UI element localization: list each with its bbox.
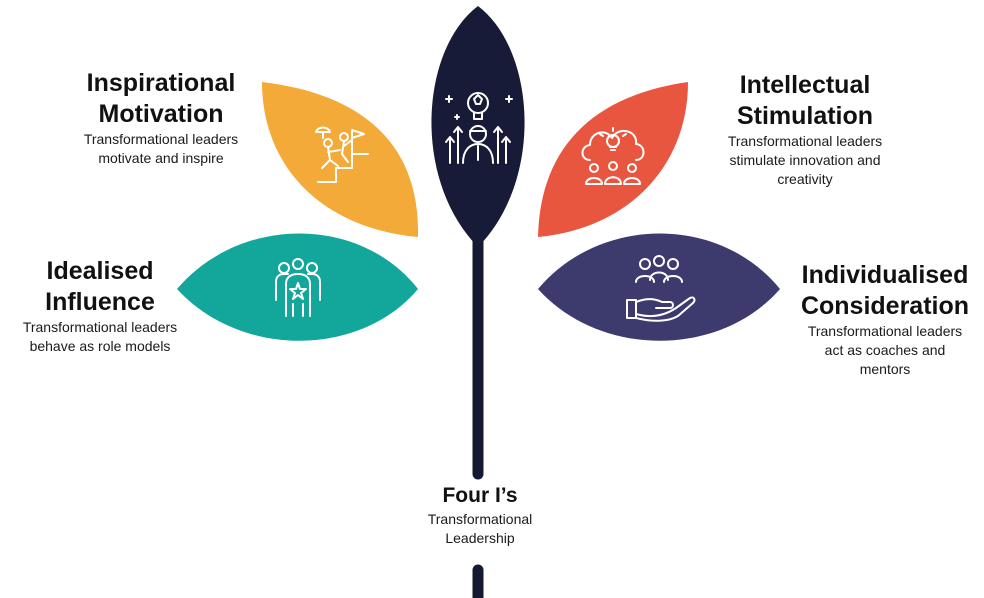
desc-line: behave as role models bbox=[29, 338, 171, 354]
intellectual-stimulation-title: Intellectual Stimulation bbox=[700, 70, 910, 132]
subtitle-line: Transformational bbox=[427, 511, 533, 527]
desc-line: act as coaches and bbox=[824, 342, 946, 358]
desc-line: Transformational leaders bbox=[22, 319, 178, 335]
title-line: Intellectual bbox=[739, 71, 871, 99]
desc-line: Transformational leaders bbox=[807, 323, 963, 339]
idealised-influence-title: Idealised Influence bbox=[0, 256, 200, 318]
hand-holding-people-icon bbox=[626, 255, 696, 322]
leader-idea-icon bbox=[445, 92, 513, 164]
title-line: Consideration bbox=[800, 292, 970, 320]
individualised-consideration-description: Transformational leaders act as coaches … bbox=[786, 322, 984, 379]
petal-intellectual-stimulation bbox=[538, 82, 688, 237]
desc-line: motivate and inspire bbox=[98, 150, 224, 166]
petal-inspirational-motivation bbox=[262, 82, 419, 237]
climbing-to-flag-icon bbox=[315, 126, 369, 183]
idealised-influence-label: Idealised Influence Transformational lea… bbox=[0, 256, 200, 356]
center-subtitle: Transformational Leadership bbox=[390, 510, 570, 548]
inspirational-motivation-label: Inspirational Motivation Transformationa… bbox=[36, 68, 286, 168]
desc-line: creativity bbox=[777, 171, 833, 187]
inspirational-motivation-description: Transformational leaders motivate and in… bbox=[36, 130, 286, 168]
team-star-leader-icon bbox=[275, 258, 321, 317]
desc-line: Transformational leaders bbox=[727, 133, 883, 149]
desc-line: Transformational leaders bbox=[83, 131, 239, 147]
center-title: Four I’s bbox=[442, 484, 518, 507]
title-line: Stimulation bbox=[736, 102, 874, 130]
petal-individualised-consideration bbox=[538, 233, 780, 341]
title-line: Idealised bbox=[46, 257, 154, 285]
title-line: Influence bbox=[45, 288, 155, 316]
individualised-consideration-label: Individualised Consideration Transformat… bbox=[786, 260, 984, 379]
idea-cloud-team-icon bbox=[581, 127, 645, 185]
title-line: Inspirational bbox=[86, 69, 236, 97]
title-line: Motivation bbox=[98, 100, 224, 128]
desc-line: stimulate innovation and bbox=[729, 152, 881, 168]
inspirational-motivation-title: Inspirational Motivation bbox=[36, 68, 286, 130]
intellectual-stimulation-description: Transformational leaders stimulate innov… bbox=[700, 132, 910, 189]
individualised-consideration-title: Individualised Consideration bbox=[786, 260, 984, 322]
idealised-influence-description: Transformational leaders behave as role … bbox=[0, 318, 200, 356]
intellectual-stimulation-label: Intellectual Stimulation Transformationa… bbox=[700, 70, 910, 189]
subtitle-line: Leadership bbox=[445, 530, 515, 546]
desc-line: mentors bbox=[859, 361, 911, 377]
title-line: Individualised bbox=[801, 261, 969, 289]
center-label: Four I’s Transformational Leadership bbox=[390, 482, 570, 548]
